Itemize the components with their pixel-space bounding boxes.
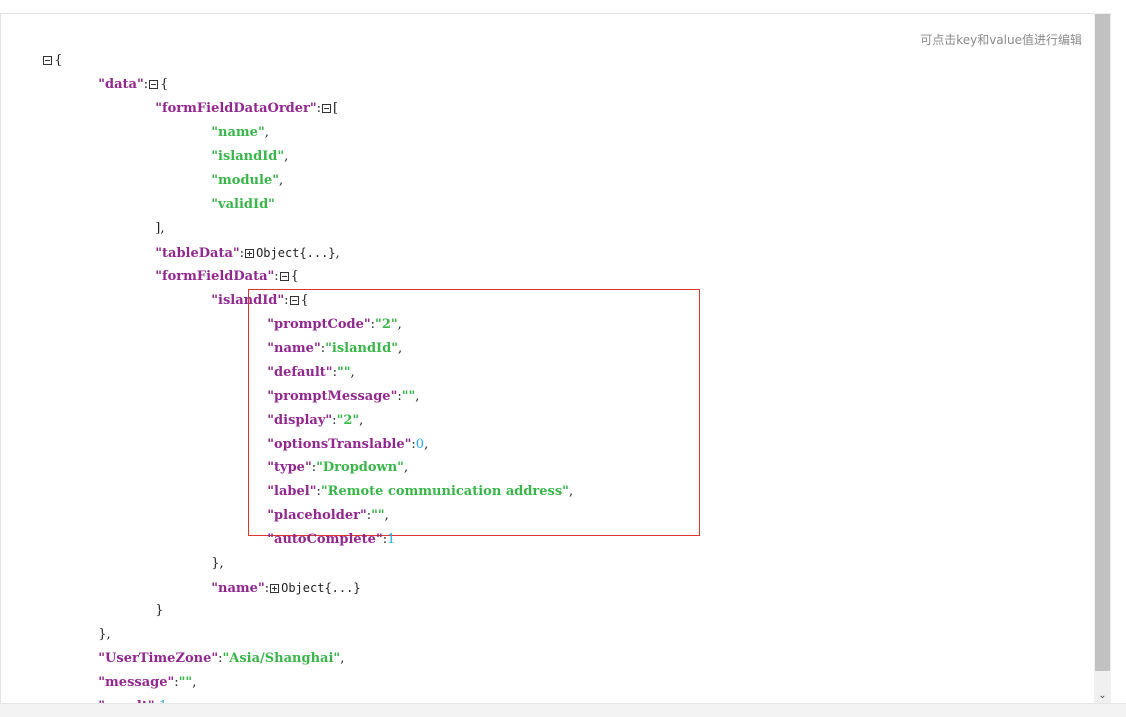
json-value[interactable]: 1 xyxy=(387,532,396,547)
json-value[interactable]: "2" xyxy=(336,413,360,428)
json-field-row: "type":"Dropdown", xyxy=(267,460,409,475)
json-field-row: "promptCode":"2", xyxy=(267,317,402,332)
json-key[interactable]: "promptCode" xyxy=(267,317,371,332)
json-array-item: "islandId", xyxy=(211,149,289,164)
collapse-toggle-icon[interactable] xyxy=(322,104,332,113)
json-array-item: "module", xyxy=(211,173,284,188)
json-key-formFieldDataOrder[interactable]: "formFieldDataOrder" xyxy=(155,101,317,116)
json-object-close: }, xyxy=(211,556,224,571)
json-array-item: "name", xyxy=(211,125,269,140)
json-message-line: "message":"", xyxy=(98,675,197,690)
json-islandId-line: "islandId":{ xyxy=(211,293,309,308)
json-field-row: "promptMessage":"", xyxy=(267,389,420,404)
vertical-scrollbar[interactable] xyxy=(1094,13,1111,703)
scroll-down-arrow-icon[interactable]: ⌄ xyxy=(1098,690,1107,701)
json-array-close: ], xyxy=(155,221,165,236)
json-value[interactable]: "Remote communication address" xyxy=(320,484,569,499)
json-value[interactable]: "name" xyxy=(211,125,265,140)
collapsed-object[interactable]: Object{...} xyxy=(281,581,361,595)
json-key[interactable]: "optionsTranslable" xyxy=(267,437,412,452)
json-value[interactable]: "Asia/Shanghai" xyxy=(222,651,341,666)
json-result-line: "result":1 xyxy=(90,677,167,714)
json-root-line: { xyxy=(34,31,63,68)
horizontal-scrollbar[interactable] xyxy=(0,703,1126,717)
json-field-row: "name":"islandId", xyxy=(267,341,403,356)
json-field-row: "default":"", xyxy=(267,365,355,380)
json-value[interactable]: "" xyxy=(371,508,385,523)
json-field-row: "optionsTranslable":0, xyxy=(267,437,429,452)
scrollbar-thumb[interactable] xyxy=(1095,14,1110,671)
edit-hint: 可点击key和value值进行编辑 xyxy=(920,33,1082,47)
json-field-row: "autoComplete":1 xyxy=(267,532,396,547)
json-value[interactable]: "2" xyxy=(375,317,398,332)
json-key[interactable]: "default" xyxy=(267,365,333,380)
json-value[interactable]: "" xyxy=(178,675,193,690)
expand-toggle-icon[interactable] xyxy=(270,584,280,593)
json-value[interactable]: 0 xyxy=(415,437,425,452)
json-key-tableData[interactable]: "tableData" xyxy=(155,246,240,261)
collapse-toggle-icon[interactable] xyxy=(149,80,159,89)
collapsed-object[interactable]: Object{...} xyxy=(256,246,336,260)
collapse-toggle-icon[interactable] xyxy=(279,272,289,281)
json-formFieldData-line: "formFieldData":{ xyxy=(155,269,299,284)
json-key-name[interactable]: "name" xyxy=(211,581,265,596)
json-object-close: }, xyxy=(98,627,111,642)
json-object-close: } xyxy=(155,603,164,618)
json-value[interactable]: "islandId" xyxy=(325,341,398,356)
json-UserTimeZone-line: "UserTimeZone":"Asia/Shanghai", xyxy=(98,651,345,666)
json-key[interactable]: "display" xyxy=(267,413,333,428)
json-data-line: "data":{ xyxy=(98,77,169,92)
json-formFieldDataOrder-line: "formFieldDataOrder":[ xyxy=(155,101,339,116)
json-name-line: "name":Object{...} xyxy=(211,581,361,596)
json-tableData-line: "tableData":Object{...}, xyxy=(155,246,340,261)
json-value[interactable]: "" xyxy=(336,365,351,380)
collapse-toggle-icon[interactable] xyxy=(289,296,299,305)
json-key[interactable]: "promptMessage" xyxy=(267,389,398,404)
json-key-data[interactable]: "data" xyxy=(98,77,144,92)
json-field-row: "label":"Remote communication address", xyxy=(267,484,574,499)
json-key[interactable]: "placeholder" xyxy=(267,508,367,523)
json-key-formFieldData[interactable]: "formFieldData" xyxy=(155,269,275,284)
json-value[interactable]: "validId" xyxy=(211,197,275,212)
expand-toggle-icon[interactable] xyxy=(245,249,255,258)
json-key-islandId[interactable]: "islandId" xyxy=(211,293,285,308)
json-key[interactable]: "autoComplete" xyxy=(267,532,383,547)
json-key-UserTimeZone[interactable]: "UserTimeZone" xyxy=(98,651,219,666)
json-value[interactable]: "Dropdown" xyxy=(316,460,404,475)
json-value[interactable]: "module" xyxy=(211,173,279,188)
collapse-toggle-icon[interactable] xyxy=(43,56,53,65)
json-field-row: "display":"2", xyxy=(267,413,364,428)
json-key[interactable]: "label" xyxy=(267,484,317,499)
json-array-item: "validId" xyxy=(203,175,275,212)
json-key[interactable]: "name" xyxy=(267,341,321,356)
json-value[interactable]: "" xyxy=(401,389,416,404)
json-value[interactable]: "islandId" xyxy=(211,149,285,164)
json-key-message[interactable]: "message" xyxy=(98,675,175,690)
json-key[interactable]: "type" xyxy=(267,460,312,475)
json-viewer-panel xyxy=(0,13,1095,704)
highlight-box xyxy=(248,289,700,536)
json-field-row: "placeholder":"", xyxy=(267,508,389,523)
